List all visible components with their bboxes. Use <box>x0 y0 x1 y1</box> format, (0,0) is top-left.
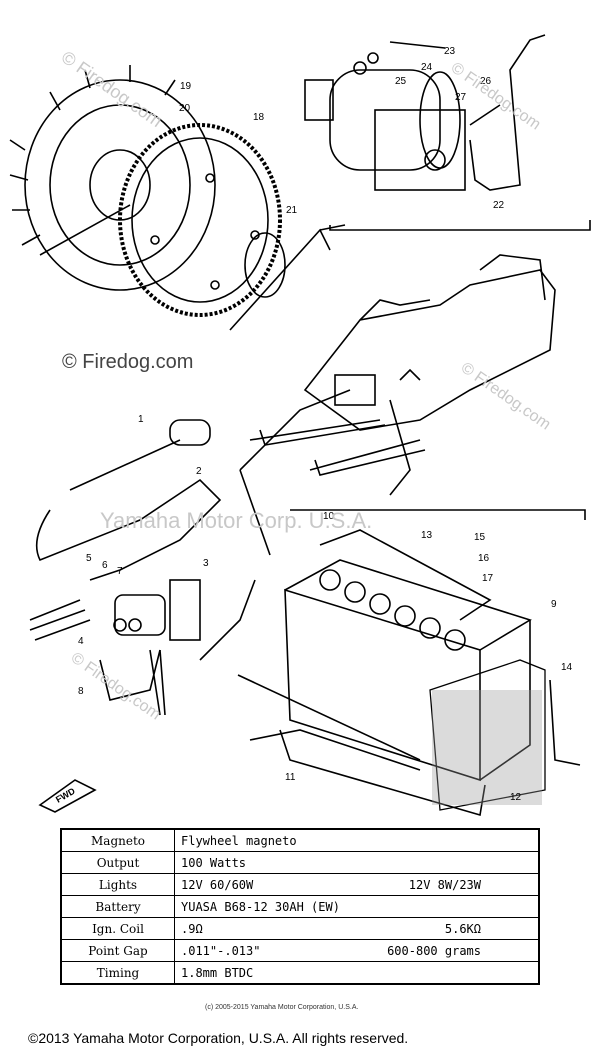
spec-value: YUASA B68-12 30AH (EW) <box>174 895 540 918</box>
callout-17: 17 <box>482 573 494 584</box>
callout-5: 5 <box>86 553 92 564</box>
spec-label: Battery <box>60 895 175 918</box>
flywheel <box>9 65 216 291</box>
table-row: Timing 1.8mm BTDC <box>60 961 540 985</box>
callout-11: 11 <box>285 772 296 783</box>
parts-diagram: 1 2 3 4 5 6 7 8 9 10 11 12 13 14 15 16 1… <box>9 34 591 817</box>
callout-8: 8 <box>78 686 84 697</box>
table-row: Point Gap .011"-.013"600-800 grams <box>60 939 540 962</box>
battery-pad <box>429 659 546 811</box>
copyright-notice: ©2013 Yamaha Motor Corporation, U.S.A. A… <box>28 1030 409 1046</box>
spec-label: Timing <box>60 961 175 985</box>
watermark-brand-mid: © Firedog.com <box>458 359 554 433</box>
callout-20: 20 <box>179 103 191 114</box>
callout-4: 4 <box>78 636 84 647</box>
callout-13: 13 <box>421 530 433 541</box>
spec-value: Flywheel magneto <box>174 828 540 852</box>
table-row: Magneto Flywheel magneto <box>60 828 540 852</box>
spec-table: Magneto Flywheel magneto Output 100 Watt… <box>60 828 540 985</box>
ring-gear <box>118 123 282 317</box>
callout-14: 14 <box>561 662 573 673</box>
callout-7: 7 <box>117 566 123 577</box>
callout-27: 27 <box>455 92 467 103</box>
callout-9: 9 <box>551 599 557 610</box>
watermark-brand-top: © Firedog.com <box>58 47 166 131</box>
callout-19: 19 <box>180 81 192 92</box>
callout-16: 16 <box>478 553 490 564</box>
spec-value: 100 Watts <box>174 851 540 874</box>
fwd-arrow-icon <box>38 779 97 813</box>
starter-motor <box>304 34 546 191</box>
callout-6: 6 <box>102 560 108 571</box>
battery <box>237 529 532 817</box>
spec-label: Magneto <box>60 828 175 852</box>
table-footnote: (c) 2005-2015 Yamaha Motor Corporation, … <box>205 1004 359 1011</box>
callout-12: 12 <box>510 792 522 803</box>
spec-value: .011"-.013"600-800 grams <box>174 939 540 962</box>
watermark-owner: Yamaha Motor Corp. U.S.A. <box>100 508 372 533</box>
snowmobile <box>249 254 556 476</box>
spec-label: Point Gap <box>60 939 175 962</box>
table-row: Battery YUASA B68-12 30AH (EW) <box>60 895 540 918</box>
table-row: Output 100 Watts <box>60 851 540 874</box>
callout-22: 22 <box>493 200 505 211</box>
spec-label: Lights <box>60 873 175 896</box>
spec-label: Output <box>60 851 175 874</box>
callout-21: 21 <box>286 205 298 216</box>
callout-18: 18 <box>253 112 265 123</box>
callout-2: 2 <box>196 466 202 477</box>
callout-24: 24 <box>421 62 433 73</box>
spec-value: 1.8mm BTDC <box>174 961 540 985</box>
ignition-coil <box>35 419 222 581</box>
callout-25: 25 <box>395 76 407 87</box>
callout-10: 10 <box>323 511 335 522</box>
spec-label: Ign. Coil <box>60 917 175 940</box>
callout-26: 26 <box>480 76 492 87</box>
callout-23: 23 <box>444 46 456 57</box>
callout-1: 1 <box>138 414 144 425</box>
callout-3: 3 <box>203 558 209 569</box>
starter-relay <box>29 579 256 716</box>
o-ring <box>244 232 286 298</box>
callout-15: 15 <box>474 532 486 543</box>
watermark-brand-main: © Firedog.com <box>62 351 193 373</box>
